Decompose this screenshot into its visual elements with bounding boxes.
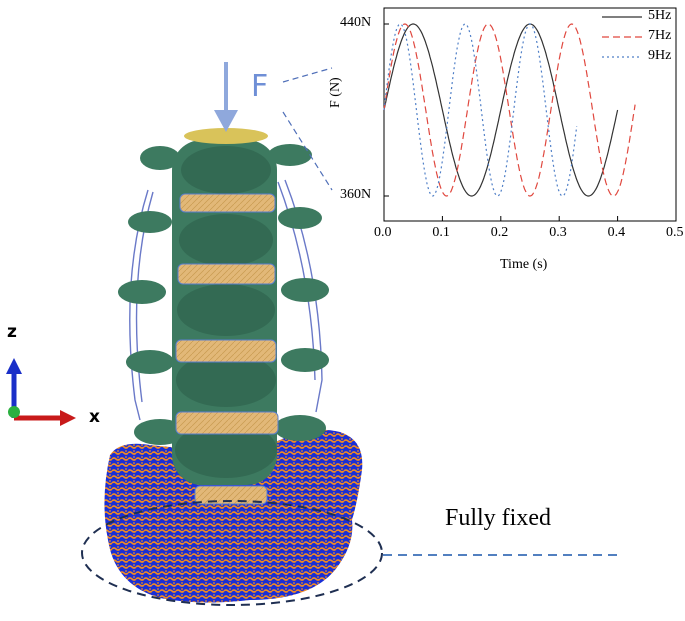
x-tick-label: 0.0: [374, 225, 392, 240]
load-arrow: [214, 62, 238, 132]
chart-legend-lines: [602, 16, 642, 58]
x-axis-label: x: [89, 407, 100, 427]
x-tick-label: 0.5: [666, 225, 684, 240]
chart-y-axis-label: F (N): [328, 77, 343, 108]
x-tick-label: 0.1: [432, 225, 450, 240]
legend-label: 7Hz: [648, 28, 672, 43]
base-mesh: [104, 429, 363, 603]
force-time-chart: [383, 7, 677, 222]
load-label: F: [251, 69, 269, 104]
legend-label: 9Hz: [648, 48, 672, 63]
y-tick-label: 360N: [340, 187, 372, 202]
chart-tick-marks: [383, 23, 677, 221]
z-axis-label: z: [7, 322, 17, 342]
fixed-boundary-ellipse: [81, 500, 383, 606]
series-line-9hz: [383, 23, 578, 197]
chart-x-axis-label: Time (s): [500, 257, 548, 272]
chart-plot-area: [383, 7, 677, 222]
series-line-7hz: [383, 23, 636, 197]
load-callout-lines: [282, 67, 333, 191]
coordinate-triad: [6, 358, 76, 426]
x-tick-label: 0.2: [490, 225, 509, 240]
chart-series-layer: [383, 23, 636, 197]
vertebral-column: [118, 128, 329, 485]
x-tick-label: 0.3: [549, 225, 567, 240]
y-tick-label: 440N: [340, 15, 372, 30]
intervertebral-discs: [175, 193, 279, 505]
fully-fixed-label: Fully fixed: [445, 505, 551, 531]
legend-label: 5Hz: [648, 8, 672, 23]
x-tick-label: 0.4: [607, 225, 626, 240]
series-line-5hz: [383, 23, 619, 197]
